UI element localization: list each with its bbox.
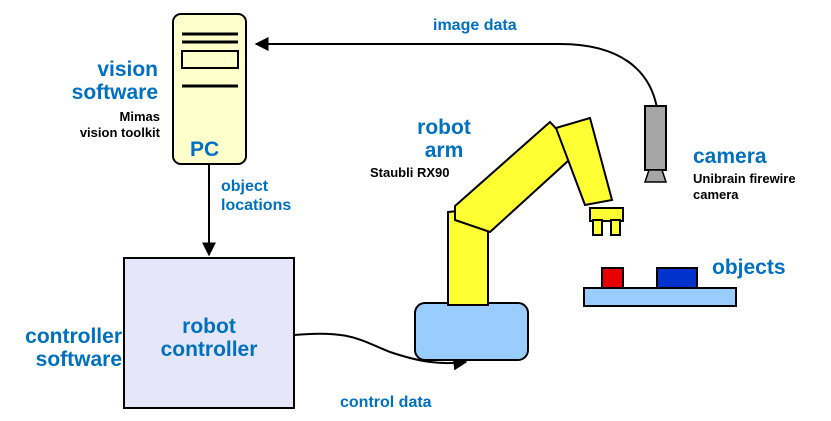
camera-label: camera	[693, 145, 767, 168]
camera-desc-line-1: Unibrain firewire	[693, 171, 796, 186]
mimas-line-1: Mimas	[119, 109, 160, 124]
vision-software-line-1: vision	[97, 58, 158, 81]
robot-controller-line-1: robot	[182, 315, 236, 338]
staubli-label: Staubli RX90	[370, 165, 450, 180]
vision-software-label: vision software	[72, 58, 158, 104]
controller-software-line-1: controller	[25, 325, 122, 348]
robot-controller-box	[123, 257, 295, 409]
object-locations-line-1: object	[221, 178, 269, 195]
gripper-icon	[589, 207, 624, 236]
controller-software-label: controller software	[25, 325, 122, 371]
robot-arm-label: robot arm	[410, 116, 478, 162]
controller-software-line-2: software	[35, 348, 122, 371]
mimas-line-2: vision toolkit	[79, 125, 160, 140]
objects-label: objects	[712, 256, 786, 279]
robot-arm-icon	[414, 116, 624, 361]
camera-desc-line-2: camera	[693, 187, 739, 202]
robot-arm-line-2: arm	[424, 139, 464, 162]
pc-label: PC	[190, 138, 220, 161]
image-data-label: image data	[433, 17, 517, 34]
objects-table	[583, 267, 737, 307]
robot-arm-line-1: robot	[417, 116, 471, 139]
object-locations-label: object locations	[221, 177, 291, 215]
robot-controller-label: robot controller	[124, 315, 294, 361]
object-locations-line-2: locations	[221, 197, 292, 214]
vision-software-line-2: software	[71, 81, 158, 104]
camera-desc-label: Unibrain firewire camera	[693, 171, 796, 203]
camera-icon	[643, 105, 668, 183]
image-data-arrow	[254, 37, 658, 109]
control-data-arrow	[293, 332, 468, 371]
robot-controller-line-2: controller	[160, 338, 258, 361]
computer-tower-icon	[172, 13, 247, 165]
control-data-label: control data	[340, 394, 432, 411]
mimas-label: Mimas vision toolkit	[80, 109, 160, 141]
